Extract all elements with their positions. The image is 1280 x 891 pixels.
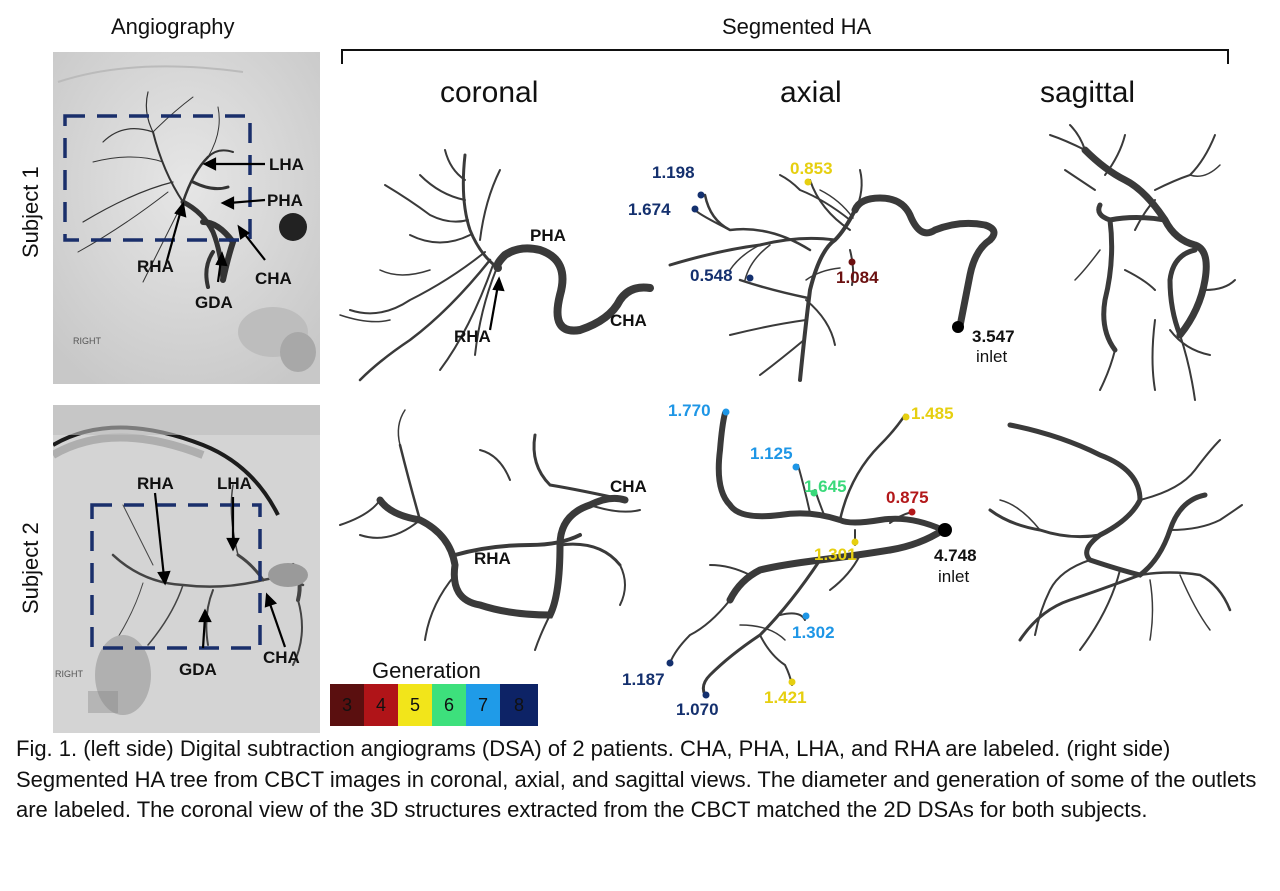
s2-angio-gda: GDA bbox=[179, 660, 217, 679]
subject-1-angiogram: LHA PHA RHA CHA GDA RIGHT bbox=[53, 52, 320, 384]
subject-2-coronal-tree: CHA RHA bbox=[339, 409, 647, 651]
s1-axial-outlet-0548: 0.548 bbox=[690, 266, 733, 285]
s2-angio-marker: RIGHT bbox=[55, 669, 84, 679]
s1-angio-rha: RHA bbox=[137, 257, 174, 276]
subject-2-axial-tree: 1.770 1.485 1.125 1.645 0.875 1.301 1.30… bbox=[622, 401, 977, 719]
s1-axial-outlet-0853: 0.853 bbox=[790, 159, 833, 178]
s2-coronal-rha: RHA bbox=[474, 549, 511, 568]
subject-1-sagittal-tree bbox=[1049, 124, 1236, 401]
legend-label-3: 3 bbox=[341, 694, 352, 715]
s1-axial-inlet-label: inlet bbox=[976, 347, 1007, 366]
s2-coronal-cha: CHA bbox=[610, 477, 647, 496]
legend-label-6: 6 bbox=[443, 694, 454, 715]
legend-cell-gen-6: 6 bbox=[432, 684, 466, 726]
figure-caption: Fig. 1. (left side) Digital subtraction … bbox=[16, 736, 1257, 822]
legend-cell-gen-4: 4 bbox=[364, 684, 398, 726]
s1-angio-gda: GDA bbox=[195, 293, 233, 312]
s1-axial-outlet-1084: 1.084 bbox=[836, 268, 879, 287]
segmented-ha-header: Segmented HA bbox=[722, 14, 872, 39]
s1-coronal-pha: PHA bbox=[530, 226, 566, 245]
s1-axial-outlet-1674: 1.674 bbox=[628, 200, 671, 219]
s2-axial-outlet-1187: 1.187 bbox=[622, 670, 665, 689]
s2-axial-outlet-1302: 1.302 bbox=[792, 623, 835, 642]
s2-axial-inlet-label: inlet bbox=[938, 567, 969, 586]
s2-axial-inlet-value: 4.748 bbox=[934, 546, 977, 565]
legend-cell-gen-5: 5 bbox=[398, 684, 432, 726]
s2-axial-outlet-1770: 1.770 bbox=[668, 401, 711, 420]
legend-cell-gen-3: 3 bbox=[330, 684, 364, 726]
s1-angio-lha: LHA bbox=[269, 155, 304, 174]
s2-axial-outlet-1485: 1.485 bbox=[911, 404, 954, 423]
s1-axial-inlet-value: 3.547 bbox=[972, 327, 1015, 346]
s1-coronal-cha: CHA bbox=[610, 311, 647, 330]
legend-label-4: 4 bbox=[375, 694, 386, 715]
s1-coronal-rha: RHA bbox=[454, 327, 491, 346]
view-label-coronal: coronal bbox=[440, 76, 539, 109]
generation-legend-title: Generation bbox=[372, 658, 481, 683]
angiography-header: Angiography bbox=[111, 14, 235, 39]
view-label-sagittal: sagittal bbox=[1040, 76, 1136, 109]
subject-1-label: Subject 1 bbox=[18, 166, 43, 258]
s2-angio-cha: CHA bbox=[263, 648, 300, 667]
view-label-axial: axial bbox=[780, 76, 842, 109]
s2-axial-outlet-1125: 1.125 bbox=[750, 444, 793, 463]
s2-angio-lha: LHA bbox=[217, 474, 252, 493]
s2-axial-outlet-1421: 1.421 bbox=[764, 688, 807, 707]
legend-label-5: 5 bbox=[409, 694, 420, 715]
subject-2-label: Subject 2 bbox=[18, 522, 43, 614]
s1-angio-marker: RIGHT bbox=[73, 336, 102, 346]
generation-legend: 3 4 5 6 7 8 bbox=[330, 684, 538, 726]
s2-axial-outlet-1301: 1.301 bbox=[814, 545, 857, 564]
s2-angio-rha: RHA bbox=[137, 474, 174, 493]
legend-label-7: 7 bbox=[477, 694, 488, 715]
subject-2-angiogram: RHA LHA GDA CHA RIGHT bbox=[53, 405, 320, 733]
legend-cell-gen-8: 8 bbox=[500, 684, 538, 726]
subject-2-sagittal-tree bbox=[988, 422, 1243, 651]
s1-angio-pha: PHA bbox=[267, 191, 303, 210]
legend-label-8: 8 bbox=[513, 694, 524, 715]
segmented-bracket bbox=[341, 49, 1229, 64]
legend-cell-gen-7: 7 bbox=[466, 684, 500, 726]
s1-angio-cha: CHA bbox=[255, 269, 292, 288]
subject-1-axial-tree: 1.198 1.674 0.853 0.548 1.084 3.547 inle… bbox=[628, 159, 1015, 382]
s2-axial-outlet-1070: 1.070 bbox=[676, 700, 719, 719]
subject-1-coronal-tree: PHA RHA CHA bbox=[339, 149, 654, 382]
s2-axial-outlet-1645: 1.645 bbox=[804, 477, 847, 496]
s2-axial-outlet-0875: 0.875 bbox=[886, 488, 929, 507]
s1-axial-outlet-1198: 1.198 bbox=[652, 163, 695, 182]
